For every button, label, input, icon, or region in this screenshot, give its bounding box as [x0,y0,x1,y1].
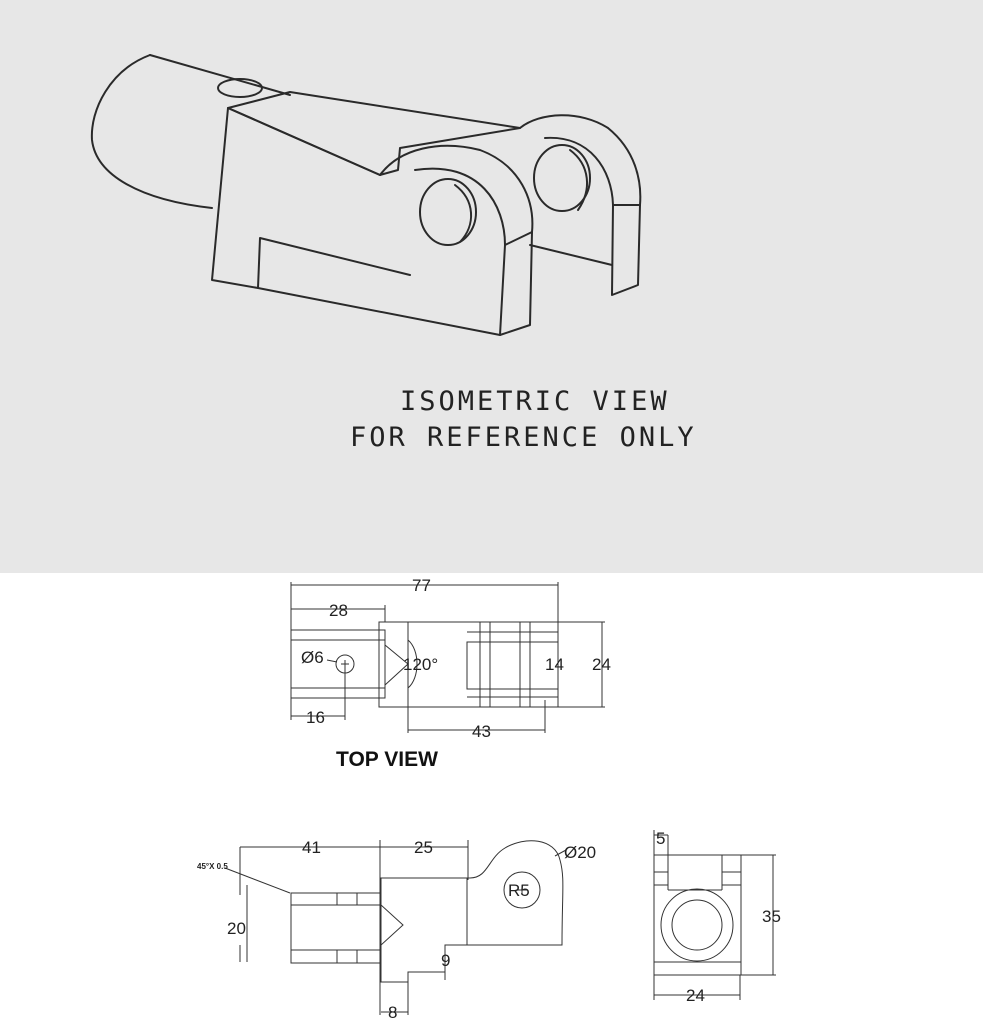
dim-shaft-length: 28 [329,601,348,620]
dim-front-shaft-length: 41 [302,838,321,857]
dim-eye-radius: R5 [508,881,530,900]
iso-block-edge [257,287,501,336]
top-view-title: TOP VIEW [336,748,438,771]
dim-step-width: 8 [388,1003,397,1022]
dim-width: 24 [592,655,611,674]
iso-lug-rear [519,114,642,296]
dim-lug-thickness: 5 [656,829,665,848]
dim-side-width: 24 [686,986,705,1005]
dim-block-length: 25 [414,838,433,857]
isometric-panel: ISOMETRIC VIEW FOR REFERENCE ONLY [0,0,983,573]
dim-slot-width: 14 [545,655,564,674]
iso-lug-front-edge [504,231,533,246]
dim-overall-length: 77 [412,576,431,595]
iso-lug-rear-hole [533,144,591,212]
top-view [290,582,605,733]
iso-lug-front-hole [419,178,477,246]
isometric-view-subtitle: FOR REFERENCE ONLY [350,422,697,453]
side-view [653,830,776,1000]
dim-slot-length: 43 [472,722,491,741]
dim-height: 35 [762,907,781,926]
isometric-view-title: ISOMETRIC VIEW [400,386,670,417]
dim-eye-dia: Ø20 [564,843,596,862]
dim-shaft-dia: 20 [227,919,246,938]
iso-shaft-hole [217,78,263,98]
dim-hole-dia: Ø6 [301,648,324,667]
dim-angle: 120° [403,655,438,674]
dim-chamfer: 45°X 0.5 [197,862,228,871]
dim-step-height: 9 [441,951,450,970]
front-view [224,840,567,1015]
iso-block-side [227,107,381,176]
iso-shaft-top [149,54,291,96]
iso-lug-front [379,144,534,336]
dim-hole-pos: 16 [306,708,325,727]
isometric-drawing [90,54,642,336]
iso-shaft [90,54,213,209]
